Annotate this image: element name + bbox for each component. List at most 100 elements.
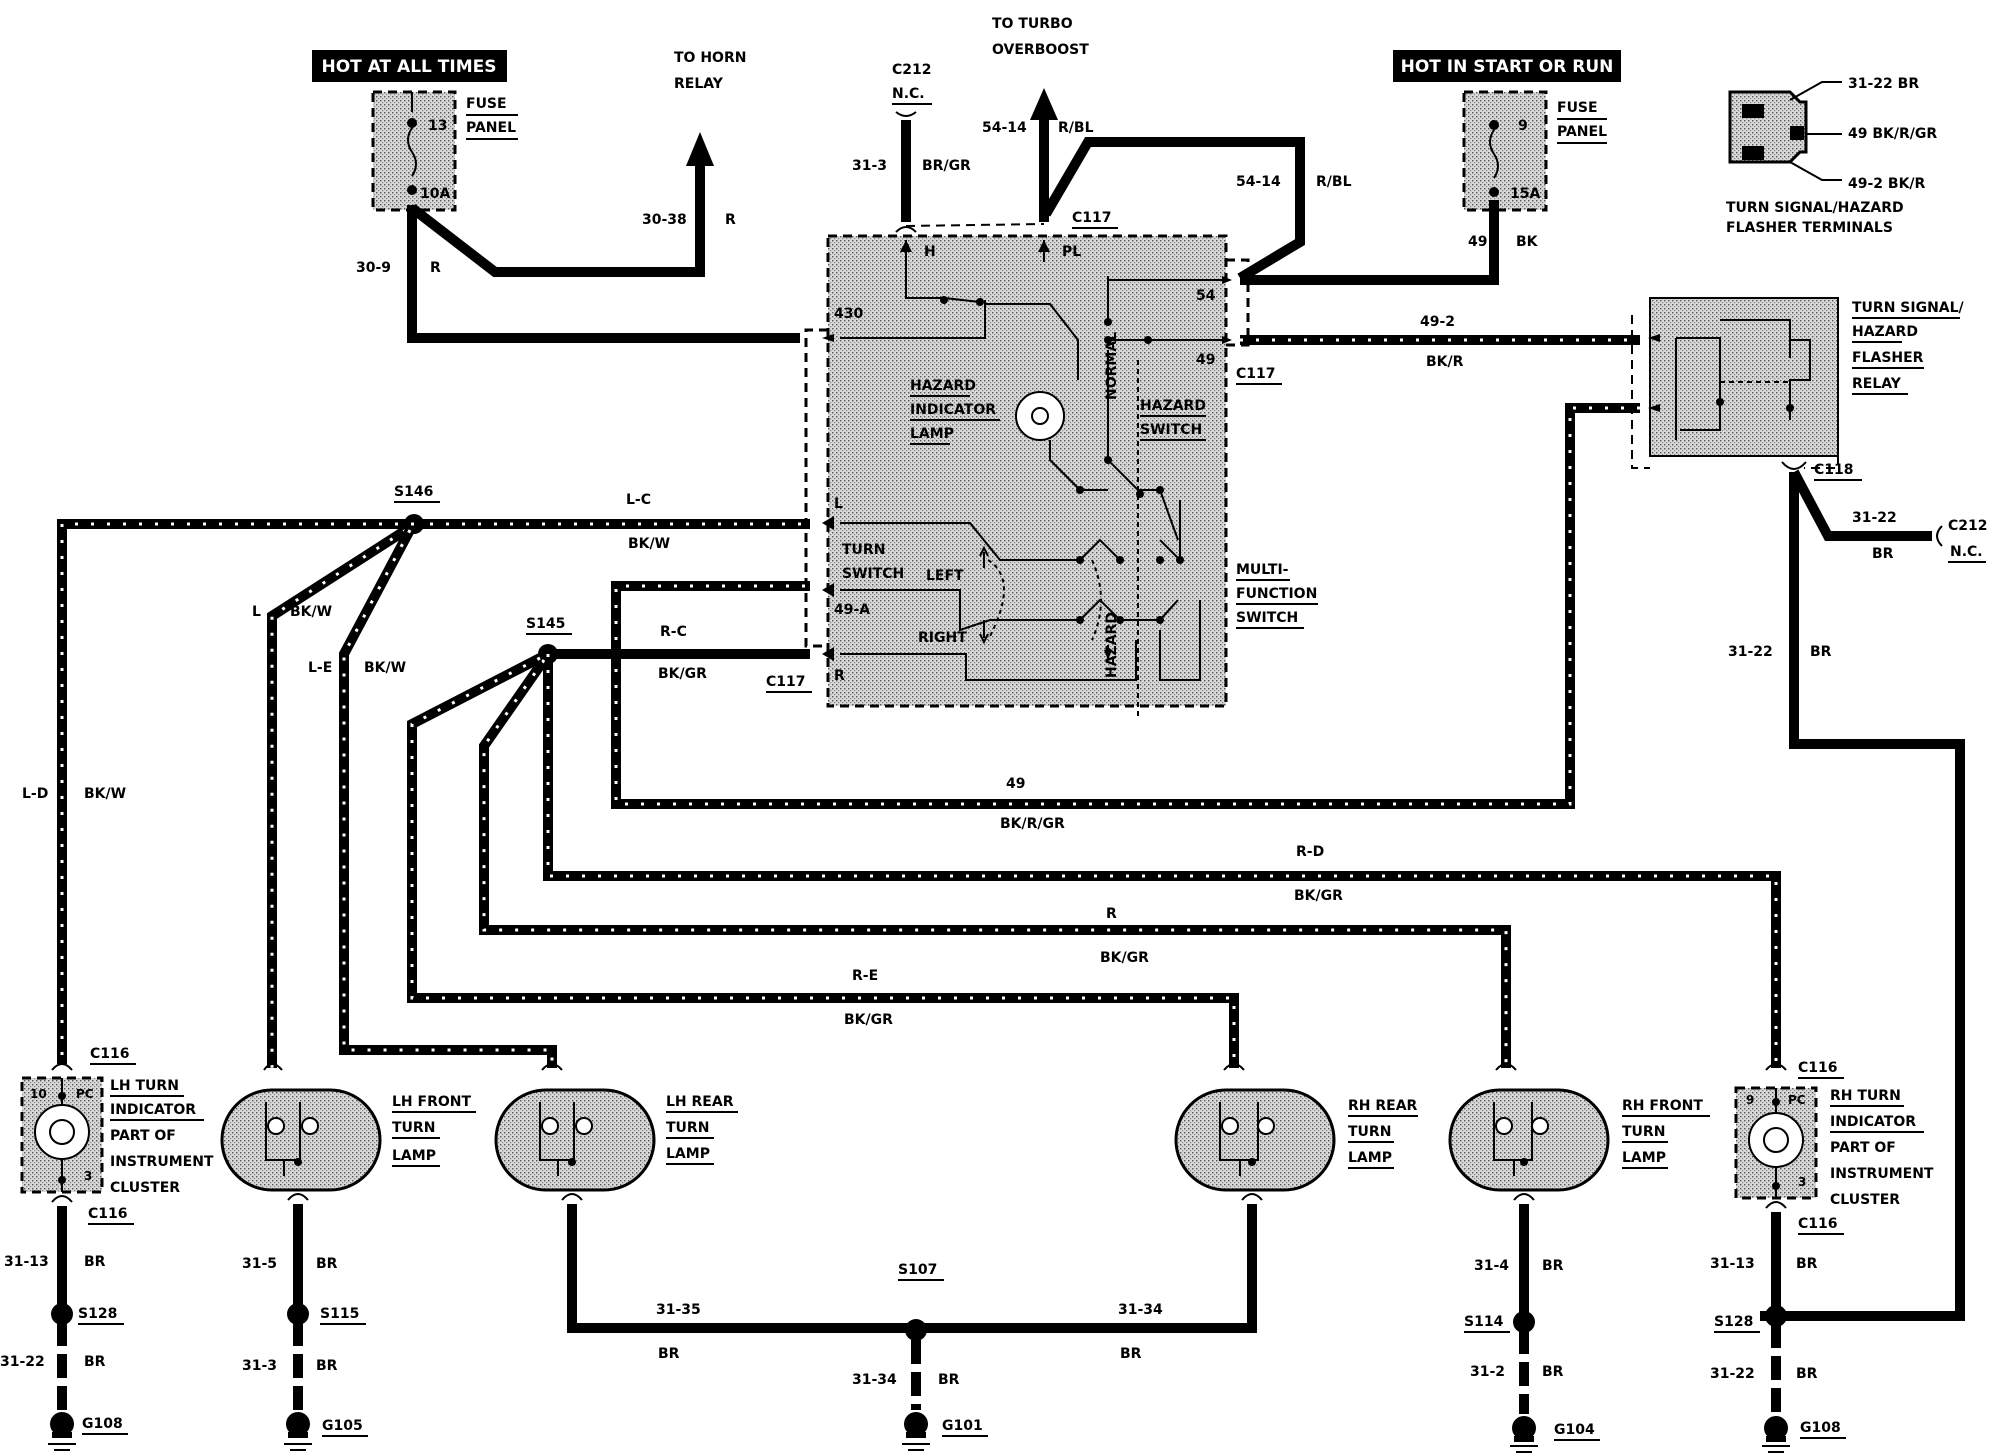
label-31-5: 31-5 [242, 1256, 277, 1272]
left-label: LEFT [926, 568, 964, 584]
label-49-2-color: BK/R [1426, 354, 1464, 370]
label-l-c: L-C [626, 492, 651, 508]
label-54-14-a-color: R/BL [1058, 120, 1094, 136]
label-54-14-b-color: R/BL [1316, 174, 1352, 190]
rh-front-turn-lamp-label: RH FRONT TURN LAMP [1622, 1098, 1710, 1169]
c117-top: C117 [1072, 210, 1112, 226]
label-l-d-color: BK/W [84, 786, 126, 802]
label-l-e: L-E [308, 660, 332, 676]
svg-text:10A: 10A [420, 186, 450, 202]
wire-l-e [339, 527, 557, 1068]
label-31-13-rh-color: BR [1796, 1256, 1818, 1272]
ground-g108-rh [1762, 1416, 1790, 1453]
g108-rh-label: G108 [1800, 1420, 1841, 1436]
ground-g105 [284, 1412, 312, 1451]
svg-text:HOT AT ALL TIMES: HOT AT ALL TIMES [322, 57, 497, 77]
rh-turn-indicator-label: RH TURN INDICATOR PART OF INSTRUMENT CLU… [1830, 1088, 1934, 1208]
s145-label: S145 [526, 616, 565, 632]
pin-54: 54 [1196, 288, 1216, 304]
fuse-panel-label-1b: FUSE [1557, 100, 1598, 116]
g101-label: G101 [942, 1418, 983, 1434]
turn-signal-hazard-flasher-relay [1631, 297, 1839, 469]
svg-text:HAZARD: HAZARD [1852, 324, 1918, 340]
label-49b-color: BK/R/GR [1000, 816, 1065, 832]
svg-text:TURN: TURN [1348, 1124, 1391, 1140]
ground-g104 [1510, 1416, 1538, 1453]
svg-text:INSTRUMENT: INSTRUMENT [1830, 1166, 1934, 1182]
svg-text:LAMP: LAMP [1348, 1150, 1392, 1166]
terminal-31-22: 31-22 BR [1848, 76, 1919, 92]
g105-label: G105 [322, 1418, 363, 1434]
svg-text:INDICATOR: INDICATOR [1830, 1114, 1916, 1130]
label-31-22-lh-color: BR [84, 1354, 106, 1370]
terminal-49: 49 BK/R/GR [1848, 126, 1937, 142]
wire-49-bkrgr [611, 403, 1640, 809]
c212-top-nc: N.C. [892, 86, 925, 102]
svg-text:HOT IN START OR RUN: HOT IN START OR RUN [1401, 57, 1614, 77]
to-turbo-overboost-label-2: OVERBOOST [992, 42, 1089, 58]
label-49-2: 49-2 [1420, 314, 1455, 330]
arrow-to-horn-relay [686, 132, 714, 166]
svg-text:LH REAR: LH REAR [666, 1094, 734, 1110]
turn-switch-label: TURN SWITCH [842, 542, 904, 582]
label-31-3-b-color: BR [316, 1358, 338, 1374]
c116-rh-top: C116 [1798, 1060, 1838, 1076]
lh-turn-indicator-label: LH TURN INDICATOR PART OF INSTRUMENT CLU… [110, 1078, 214, 1196]
svg-text:TURN: TURN [392, 1120, 435, 1136]
label-31-22-lh: 31-22 [0, 1354, 45, 1370]
wire-31-22-ground [1760, 472, 1965, 1321]
label-54-14-b: 54-14 [1236, 174, 1281, 190]
s128-lh-label: S128 [78, 1306, 117, 1322]
arrow-to-turbo [1030, 88, 1058, 120]
label-31-4-color: BR [1542, 1258, 1564, 1274]
svg-text:LAMP: LAMP [392, 1148, 436, 1164]
to-horn-relay-label-2: RELAY [674, 76, 724, 92]
fuse-panel-label-1: FUSE [466, 96, 507, 112]
label-31-4: 31-4 [1474, 1258, 1509, 1274]
right-label: RIGHT [918, 630, 967, 646]
svg-text:PC: PC [1788, 1093, 1806, 1107]
wire-54-14 [1041, 137, 1305, 283]
svg-text:LH FRONT: LH FRONT [392, 1094, 471, 1110]
label-31-34-a: 31-34 [1118, 1302, 1163, 1318]
hazard-indicator-lamp-label: HAZARD INDICATOR LAMP [910, 378, 1000, 445]
svg-text:HAZARD: HAZARD [910, 378, 976, 394]
wire-49-bk [1240, 200, 1499, 285]
label-r-d-color: BK/GR [1294, 888, 1343, 904]
fuse-panel-label-2b: PANEL [1557, 124, 1607, 140]
to-horn-relay-label: TO HORN [674, 50, 746, 66]
flasher-terminals-icon [1728, 81, 1842, 181]
svg-text:TURN: TURN [1622, 1124, 1665, 1140]
label-r-e-color: BK/GR [844, 1012, 893, 1028]
multi-function-switch-label: MULTI- FUNCTION SWITCH [1236, 562, 1318, 629]
c116-lh-bottom: C116 [88, 1206, 128, 1222]
terminal-49-2: 49-2 BK/R [1848, 176, 1926, 192]
label-49: 49 [1468, 234, 1487, 250]
pin-49: 49 [1196, 352, 1215, 368]
svg-text:CLUSTER: CLUSTER [1830, 1192, 1900, 1208]
lh-turn-indicator: 10 PC 3 [20, 1063, 104, 1203]
to-turbo-overboost-label: TO TURBO [992, 16, 1073, 32]
c212-right-nc: N.C. [1950, 544, 1983, 560]
rh-turn-indicator: 9 PC 3 [1734, 1063, 1818, 1209]
flasher-terminals-caption-1: TURN SIGNAL/HAZARD [1726, 200, 1904, 216]
pin-h: H [924, 244, 936, 260]
label-31-3-color: BR/GR [922, 158, 971, 174]
wire-l [267, 525, 409, 1068]
svg-text:INDICATOR: INDICATOR [910, 402, 996, 418]
splice-s107 [905, 1319, 927, 1341]
svg-text:TURN: TURN [666, 1120, 709, 1136]
c117-left: C117 [766, 674, 806, 690]
s146-label: S146 [394, 484, 433, 500]
label-31-13-lh: 31-13 [4, 1254, 49, 1270]
hazard-switch-label: HAZARD SWITCH [1140, 398, 1206, 441]
svg-text:SWITCH: SWITCH [1140, 422, 1202, 438]
svg-text:SWITCH: SWITCH [842, 566, 904, 582]
svg-text:13: 13 [428, 118, 447, 134]
svg-text:RH FRONT: RH FRONT [1622, 1098, 1703, 1114]
label-r-c-color: BK/GR [658, 666, 707, 682]
pin-l: L [834, 496, 843, 512]
wire-r [479, 657, 1511, 1068]
label-31-34-b: 31-34 [852, 1372, 897, 1388]
svg-text:3: 3 [1798, 1175, 1806, 1189]
